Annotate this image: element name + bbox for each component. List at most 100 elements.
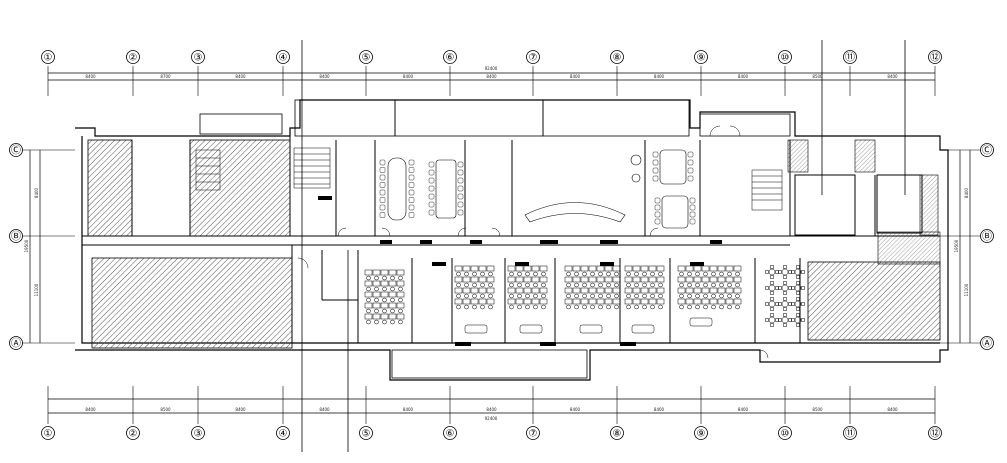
desk-chair — [719, 293, 724, 299]
overall-dimension: 92400 — [485, 66, 498, 71]
cafe-chair — [765, 318, 769, 322]
desk — [372, 302, 381, 309]
desk — [632, 276, 641, 283]
grid-column-label: ⑥ — [446, 429, 455, 440]
desk-chair — [574, 271, 579, 277]
desk — [507, 287, 516, 294]
grid-bubble — [276, 426, 290, 440]
cafe-table — [781, 300, 789, 308]
chair — [457, 209, 464, 216]
dimension-text: 11100 — [964, 283, 969, 296]
dimension-text: 8400 — [887, 74, 898, 79]
chair — [654, 197, 661, 204]
desk — [656, 276, 665, 283]
desk — [685, 276, 694, 283]
chair — [687, 159, 694, 166]
cafe-table — [794, 300, 802, 308]
desk-chair — [472, 271, 477, 277]
chair — [408, 174, 415, 181]
desk-chair — [658, 271, 663, 277]
desk-chair — [687, 304, 692, 310]
dimension-text: 8400 — [738, 407, 749, 412]
desk — [733, 287, 742, 294]
cafe-chair — [791, 270, 795, 274]
desk — [677, 298, 686, 305]
chairs — [379, 151, 696, 225]
cafe-chair — [791, 286, 795, 290]
dimension-texts: 8400840087008500840084008400840084008400… — [24, 66, 969, 421]
desk — [612, 265, 621, 272]
grid-column-label: ⑥ — [446, 53, 455, 64]
desk-chair — [606, 293, 611, 299]
desk — [515, 276, 524, 283]
desk-chair — [614, 282, 619, 288]
desk-chair — [464, 271, 469, 277]
chair — [408, 182, 415, 188]
desk — [632, 298, 641, 305]
desk-chair — [735, 282, 740, 288]
cafe-chair — [783, 323, 787, 327]
dimension-text: 8400 — [486, 407, 497, 412]
cafe-chair — [770, 281, 774, 285]
desk — [640, 287, 649, 294]
grid-column-label: ⑧ — [613, 53, 622, 64]
desk — [380, 269, 389, 276]
desk-chair — [566, 304, 571, 310]
cafe-chair — [796, 323, 800, 327]
dimension-text: 8500 — [812, 74, 823, 79]
chair — [428, 169, 435, 176]
desk — [462, 287, 471, 294]
desk-chair — [533, 271, 538, 277]
desk — [523, 265, 532, 272]
desk — [580, 265, 589, 272]
desk — [725, 276, 734, 283]
cafe-table — [794, 284, 802, 292]
cafe-table — [794, 316, 802, 324]
grid-bubble — [126, 426, 140, 440]
desk — [725, 298, 734, 305]
grid-column-label: ① — [44, 429, 53, 440]
desk — [588, 287, 597, 294]
desk-chair — [650, 282, 655, 288]
cafe-table — [781, 316, 789, 324]
desk-chair — [703, 304, 708, 310]
grid-bubble — [526, 426, 540, 440]
desk — [372, 280, 381, 287]
desk-chair — [525, 304, 530, 310]
dimension-text: 8400 — [34, 187, 39, 198]
pod-table — [631, 324, 655, 334]
desk-chair — [398, 275, 403, 281]
cafe-chair — [796, 313, 800, 317]
cafe-chair — [788, 318, 792, 322]
desk — [388, 280, 397, 287]
desk — [539, 276, 548, 283]
desk-chair — [509, 293, 514, 299]
desk-chair — [374, 319, 379, 325]
desk — [372, 313, 381, 320]
chair — [457, 177, 464, 184]
chair — [428, 193, 435, 200]
desk-chair — [488, 293, 493, 299]
chair — [428, 185, 435, 192]
desk — [364, 291, 373, 298]
desk — [624, 298, 633, 305]
grid-column-label: ④ — [279, 53, 288, 64]
desk — [733, 298, 742, 305]
grid-bubble — [843, 426, 857, 440]
grid-column-label: ③ — [194, 429, 203, 440]
desk — [478, 265, 487, 272]
desk-chair — [735, 293, 740, 299]
grid-row-label: Ⓐ — [11, 338, 21, 350]
dimension-text: 8400 — [235, 407, 246, 412]
desk-chair — [390, 308, 395, 314]
desk-chair — [614, 293, 619, 299]
grid-bubble — [778, 50, 792, 64]
cafe-chair — [775, 318, 779, 322]
grid-row-label: Ⓒ — [11, 145, 21, 157]
section-lines — [301, 40, 906, 452]
desk-chair — [727, 282, 732, 288]
interior-walls — [82, 136, 940, 343]
desk-chair — [366, 286, 371, 292]
desk-chair — [735, 271, 740, 277]
desk — [388, 302, 397, 309]
